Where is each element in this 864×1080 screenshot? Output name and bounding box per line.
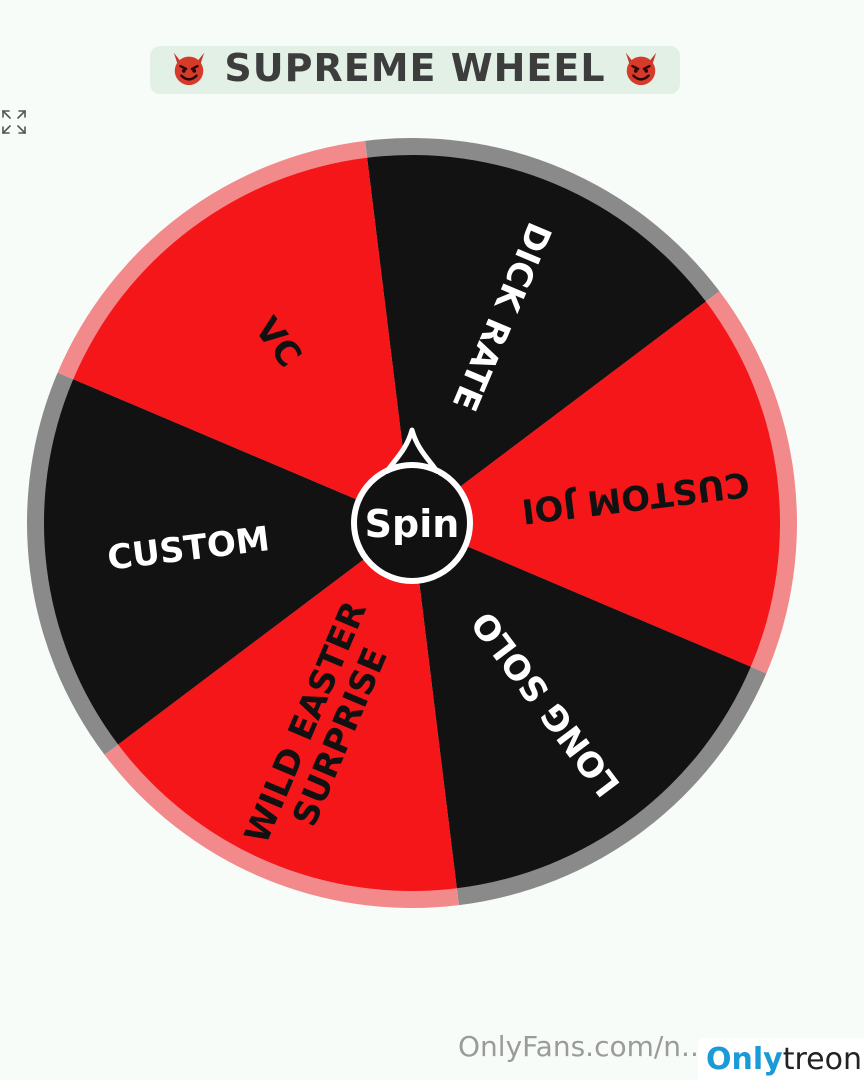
watermark-logo-part2: treon (782, 1041, 862, 1077)
devil-left-icon (174, 52, 205, 86)
spin-button-circle[interactable] (351, 462, 473, 584)
spin-button[interactable]: Spin (351, 427, 473, 584)
wheel-segment-wild-easter-surprise (118, 523, 457, 892)
wheel-segment-dick-rate (367, 154, 706, 523)
spin-label: Spin (365, 502, 460, 546)
wheel-segment-vc (73, 157, 412, 524)
watermark-logo-part1: Only (706, 1041, 783, 1077)
title-row: SUPREME WHEEL (150, 40, 680, 96)
wheel-segment-long-solo (412, 523, 751, 889)
devil-right-icon (625, 52, 656, 86)
watermark-url: OnlyFans.com/n... (458, 1030, 708, 1063)
wheel-segment-custom-joi (412, 301, 781, 667)
expand-icon[interactable] (0, 108, 28, 136)
page-title: SUPREME WHEEL (224, 46, 606, 90)
wheel-segment-custom (43, 379, 413, 745)
watermark-logo: Only treon (698, 1038, 864, 1080)
title-highlight (150, 46, 680, 94)
